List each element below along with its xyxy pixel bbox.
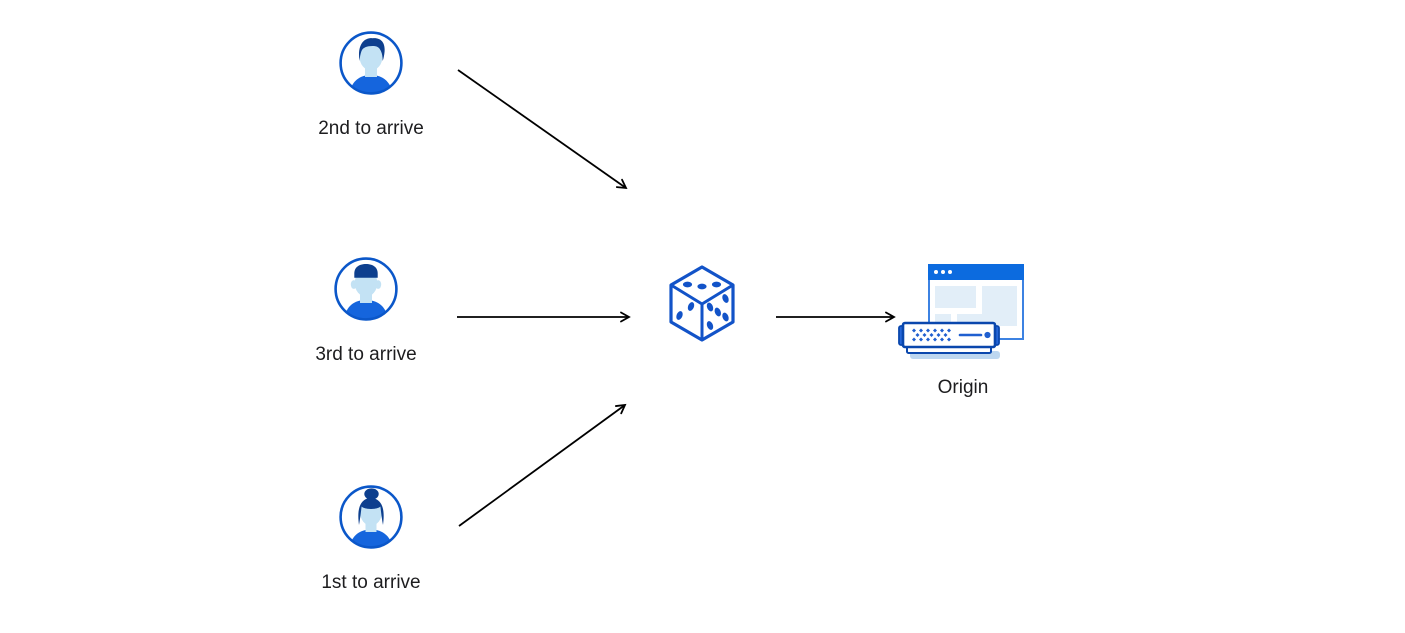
client-label-3rd-to-arrive: 3rd to arrive <box>315 344 417 365</box>
client-label-1st-to-arrive: 1st to arrive <box>321 572 421 593</box>
arrow-client2-to-dice <box>457 69 628 190</box>
user-avatar-icon <box>339 485 403 549</box>
origin-label: Origin <box>937 377 989 398</box>
dice-icon <box>669 265 735 342</box>
client-node-2nd-to-arrive: 2nd to arrive <box>286 30 456 141</box>
origin-node: Origin <box>898 262 1028 400</box>
client-label-2nd-to-arrive: 2nd to arrive <box>318 118 424 139</box>
coalescer-node <box>665 264 739 344</box>
origin-server-icon <box>898 264 1024 359</box>
server-icon <box>898 321 1000 359</box>
user-avatar-icon <box>339 31 403 95</box>
client-node-3rd-to-arrive: 3rd to arrive <box>281 256 451 367</box>
client-node-1st-to-arrive: 1st to arrive <box>286 484 456 595</box>
arrow-client1-to-dice <box>458 403 627 527</box>
user-avatar-icon <box>334 257 398 321</box>
